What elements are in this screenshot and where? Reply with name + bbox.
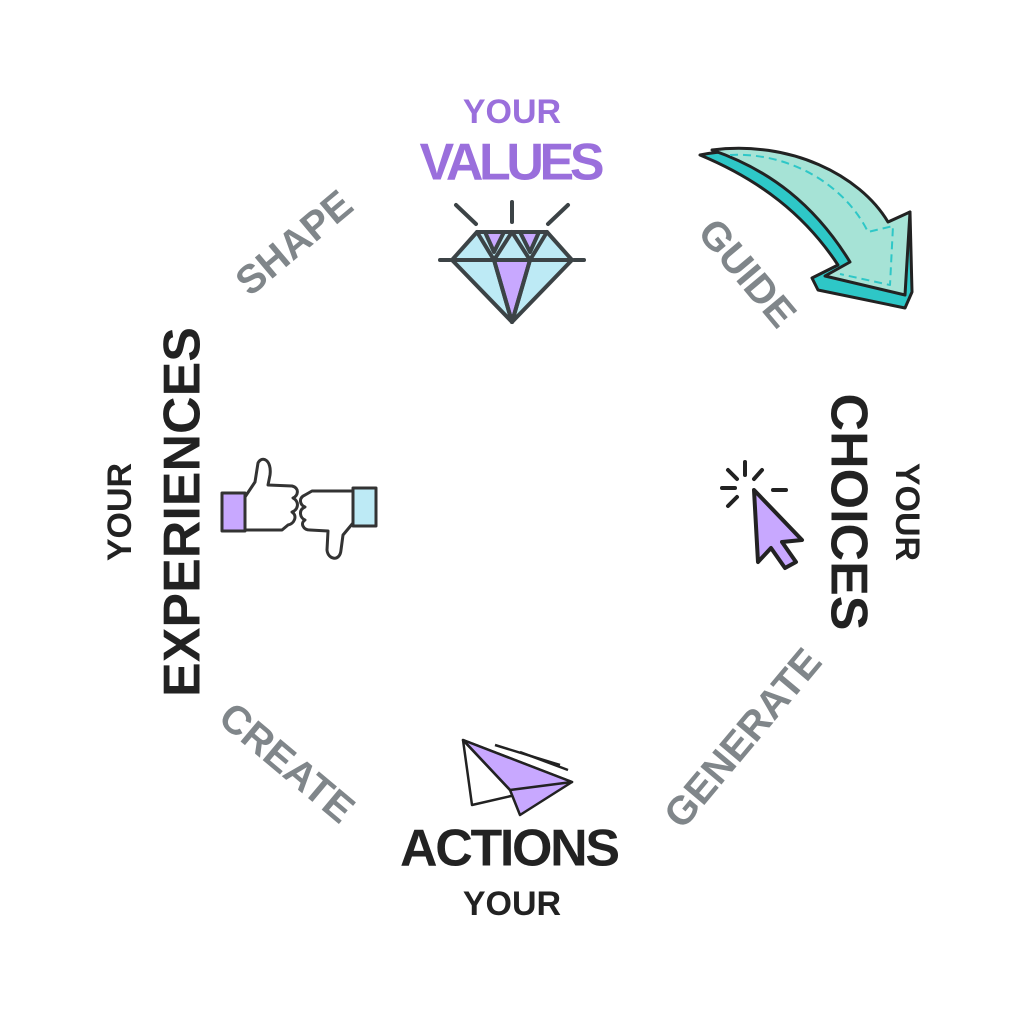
create-label: CREATE: [211, 694, 363, 832]
experiences-label: EXPERIENCES: [154, 327, 212, 697]
experiences-your-label: YOUR: [101, 463, 139, 561]
actions-label: ACTIONS: [400, 820, 620, 878]
cursor-click-icon: [720, 460, 804, 570]
shape-label: SHAPE: [228, 182, 362, 304]
guide-label: GUIDE: [689, 211, 804, 336]
actions-your-label: YOUR: [463, 885, 561, 923]
thumbs-up-down-icon: [220, 457, 378, 560]
paper-plane-icon: [461, 738, 574, 817]
curved-arrow-icon: [698, 146, 914, 310]
diamond-icon: [438, 200, 586, 324]
choices-label: CHOICES: [819, 394, 877, 631]
values-your-label: YOUR: [463, 93, 561, 131]
values-label: VALUES: [420, 134, 605, 192]
choices-your-label: YOUR: [888, 463, 926, 561]
generate-label: GENERATE: [656, 640, 831, 836]
